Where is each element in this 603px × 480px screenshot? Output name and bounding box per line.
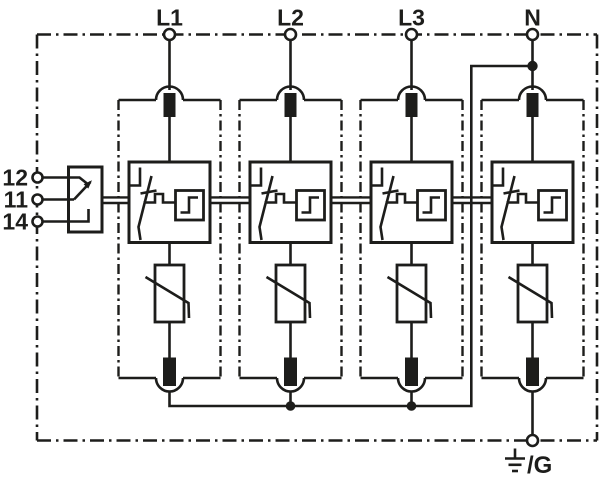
- signal-terminal-14: 14: [2, 209, 44, 235]
- contact-12-wire: [42, 176, 88, 185]
- spd-modules: [117, 85, 585, 393]
- linkage-seg-3: [331, 196, 371, 205]
- spd-module-l2: [238, 85, 343, 393]
- terminal-circle-14: [31, 215, 44, 228]
- earth-terminal: /G: [505, 433, 552, 479]
- terminal-circle-11: [31, 193, 44, 206]
- junction-dot: [406, 401, 417, 411]
- junction-dot-n: [527, 60, 538, 72]
- spd-module-l1: [117, 85, 222, 393]
- neutral-bus: [168, 64, 534, 436]
- spd-module-n: [480, 85, 585, 393]
- earth-ground-icon: [505, 448, 525, 473]
- phase-terminal-l2: L2: [277, 5, 304, 90]
- terminal-label-12: 12: [2, 165, 28, 191]
- junction-dot: [285, 401, 296, 411]
- spd-module-l3: [359, 85, 464, 393]
- contact-14-wire: [42, 209, 90, 223]
- signal-terminal-11: 11: [4, 187, 44, 213]
- terminal-circle-12: [31, 171, 44, 184]
- blade-arrowhead-icon: [83, 180, 92, 189]
- linkage-seg-2: [210, 196, 250, 205]
- terminal-label-11: 11: [4, 187, 29, 213]
- remote-signalling-switch: [42, 165, 104, 234]
- phase-terminal-n: N: [524, 5, 541, 90]
- junctions: [285, 60, 538, 411]
- terminal-label-l2: L2: [277, 5, 304, 31]
- linkage-seg-1: [102, 196, 129, 205]
- terminal-label-l1: L1: [156, 5, 183, 31]
- terminal-circle-l3: [404, 27, 419, 42]
- terminal-circle-n: [525, 27, 540, 42]
- enclosure-border: [35, 33, 599, 442]
- linkage-seg-4: [452, 196, 492, 205]
- earth-label: /G: [527, 452, 552, 479]
- terminal-label-14: 14: [2, 209, 28, 235]
- terminal-label-l3: L3: [398, 5, 425, 31]
- phase-terminal-l3: L3: [398, 5, 425, 90]
- mechanical-linkage: [102, 196, 492, 205]
- bus-wire: [168, 64, 533, 408]
- signalling-contact-box: [67, 165, 104, 234]
- signal-terminal-12: 12: [2, 165, 44, 191]
- terminal-circle-l1: [162, 27, 177, 42]
- terminal-label-n: N: [524, 5, 541, 31]
- terminal-circle-l2: [283, 27, 298, 42]
- terminal-circle-earth: [525, 433, 540, 448]
- phase-terminal-l1: L1: [156, 5, 183, 90]
